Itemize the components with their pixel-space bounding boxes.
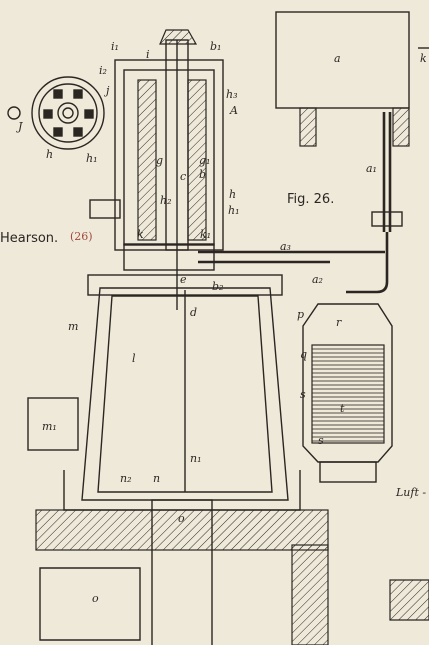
label-g1: g₁: [199, 154, 210, 167]
label-k1: k₁: [200, 228, 211, 241]
label-h3: h₃: [226, 88, 238, 101]
label-g: g: [156, 154, 163, 167]
label-c: c: [180, 170, 186, 183]
label-b1: b₁: [210, 40, 221, 53]
caption-name: Hearson.: [0, 231, 58, 246]
label-i: i: [146, 48, 150, 61]
label-n2: n₂: [120, 472, 132, 485]
label-n1: n₁: [190, 452, 202, 465]
label-o-lower: o: [92, 592, 99, 605]
base-pipe: [35, 499, 329, 645]
label-h1: h₁: [228, 204, 240, 217]
label-i1: i₁: [111, 40, 119, 53]
label-d: d: [190, 306, 197, 319]
label-a2: a₂: [312, 273, 323, 286]
label-a1: a₁: [366, 162, 377, 175]
container-a: [275, 11, 410, 294]
main-vessel: [27, 274, 301, 511]
label-m: m: [68, 320, 78, 333]
label-s-upper: s: [300, 388, 306, 401]
label-o-upper: o: [178, 512, 185, 525]
label-t: t: [340, 402, 345, 415]
figure-label: Fig. 26.: [287, 192, 334, 207]
label-b2: b₂: [212, 280, 223, 293]
label-p: p: [297, 308, 304, 321]
right-edge-fragment-label: k: [420, 52, 427, 65]
label-n: n: [153, 472, 160, 485]
right-edge-text: Luft -: [395, 486, 426, 499]
upper-column: [89, 29, 385, 310]
wheel-detail: [7, 76, 105, 150]
label-A: A: [229, 104, 238, 117]
label-e: e: [180, 273, 187, 286]
label-i2: i₂: [99, 64, 107, 77]
label-wheel-h1: h₁: [86, 152, 98, 165]
label-a3: a₃: [280, 240, 291, 253]
label-a: a: [334, 52, 341, 65]
label-h2: h₂: [160, 194, 172, 207]
label-s-lower: s: [318, 434, 324, 447]
label-b: b: [199, 168, 206, 181]
label-j: j: [103, 84, 110, 97]
label-q: q: [300, 348, 307, 361]
label-h: h: [229, 188, 236, 201]
label-m1: m₁: [42, 420, 57, 433]
label-r: r: [336, 316, 342, 329]
label-l: l: [132, 352, 136, 365]
caption-number: (26): [70, 230, 93, 243]
reservoir: [302, 303, 393, 483]
label-wheel-h: h: [46, 148, 53, 161]
right-edge-fragment: [389, 47, 429, 621]
label-J: J: [16, 120, 23, 133]
label-k: k: [137, 228, 144, 241]
